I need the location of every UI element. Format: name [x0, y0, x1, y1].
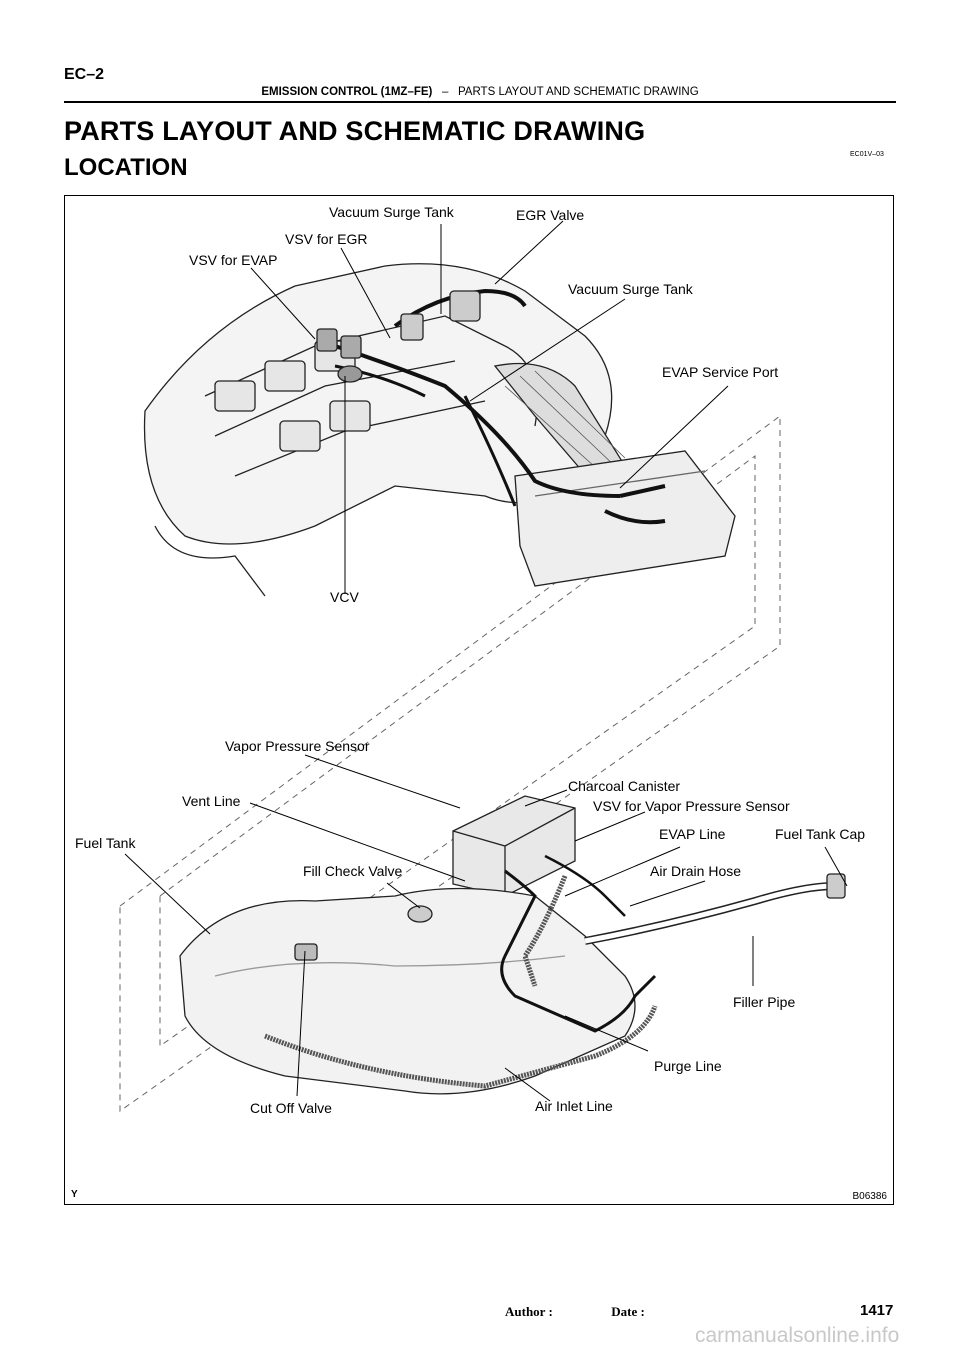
section-header: EMISSION CONTROL (1MZ–FE) – PARTS LAYOUT… — [0, 86, 960, 98]
page-label: EC–2 — [64, 66, 105, 83]
document-code: EC01V–03 — [850, 151, 884, 158]
label-egr-valve: EGR Valve — [516, 207, 585, 223]
label-vcv: VCV — [330, 589, 359, 605]
page-title: PARTS LAYOUT AND SCHEMATIC DRAWING — [64, 116, 646, 146]
author-label: Author : — [505, 1304, 553, 1319]
label-vsv-for-evap: VSV for EVAP — [189, 252, 278, 268]
label-fuel-tank: Fuel Tank — [75, 835, 136, 851]
figure-id: B06386 — [852, 1191, 887, 1202]
section-title: EMISSION CONTROL (1MZ–FE) — [261, 86, 433, 98]
fuel-system-illustration — [179, 795, 846, 1095]
label-vsv-for-egr: VSV for EGR — [285, 231, 368, 247]
page-number: 1417 — [860, 1302, 894, 1319]
figure-illustration — [119, 220, 848, 1112]
label-evap-line: EVAP Line — [659, 826, 726, 842]
label-vapor-pressure-sensor: Vapor Pressure Sensor — [225, 738, 370, 754]
date-label: Date : — [611, 1304, 645, 1319]
engine-illustration — [143, 263, 736, 597]
label-filler-pipe: Filler Pipe — [733, 994, 796, 1010]
label-vsv-for-vapor-pressure-sensor: VSV for Vapor Pressure Sensor — [593, 798, 790, 814]
label-air-drain-hose: Air Drain Hose — [650, 863, 742, 879]
label-charcoal-canister: Charcoal Canister — [568, 778, 681, 794]
label-fuel-tank-cap: Fuel Tank Cap — [775, 826, 866, 842]
watermark-text: carmanualsonline.info — [695, 1324, 900, 1347]
label-purge-line: Purge Line — [654, 1058, 722, 1074]
callout-leader-lines — [124, 220, 848, 1102]
section-subtitle: PARTS LAYOUT AND SCHEMATIC DRAWING — [457, 86, 699, 98]
label-vacuum-surge-tank-top: Vacuum Surge Tank — [329, 204, 454, 220]
label-vent-line: Vent Line — [182, 793, 241, 809]
header-rule — [64, 101, 896, 103]
label-evap-service-port: EVAP Service Port — [662, 364, 779, 380]
dashed-schematic-plane — [119, 415, 781, 1112]
section-separator: – — [441, 86, 449, 98]
label-fill-check-valve: Fill Check Valve — [303, 863, 403, 879]
label-vacuum-surge-tank-right: Vacuum Surge Tank — [568, 281, 693, 297]
figure-corner-mark: Y — [71, 1189, 78, 1200]
page-subtitle: LOCATION — [64, 154, 188, 181]
label-air-inlet-line: Air Inlet Line — [535, 1098, 613, 1114]
author-date-line: Author : Date : — [505, 1304, 645, 1320]
location-figure: Vacuum Surge Tank EGR Valve VSV for EGR … — [64, 195, 894, 1205]
label-cut-off-valve: Cut Off Valve — [250, 1100, 332, 1116]
